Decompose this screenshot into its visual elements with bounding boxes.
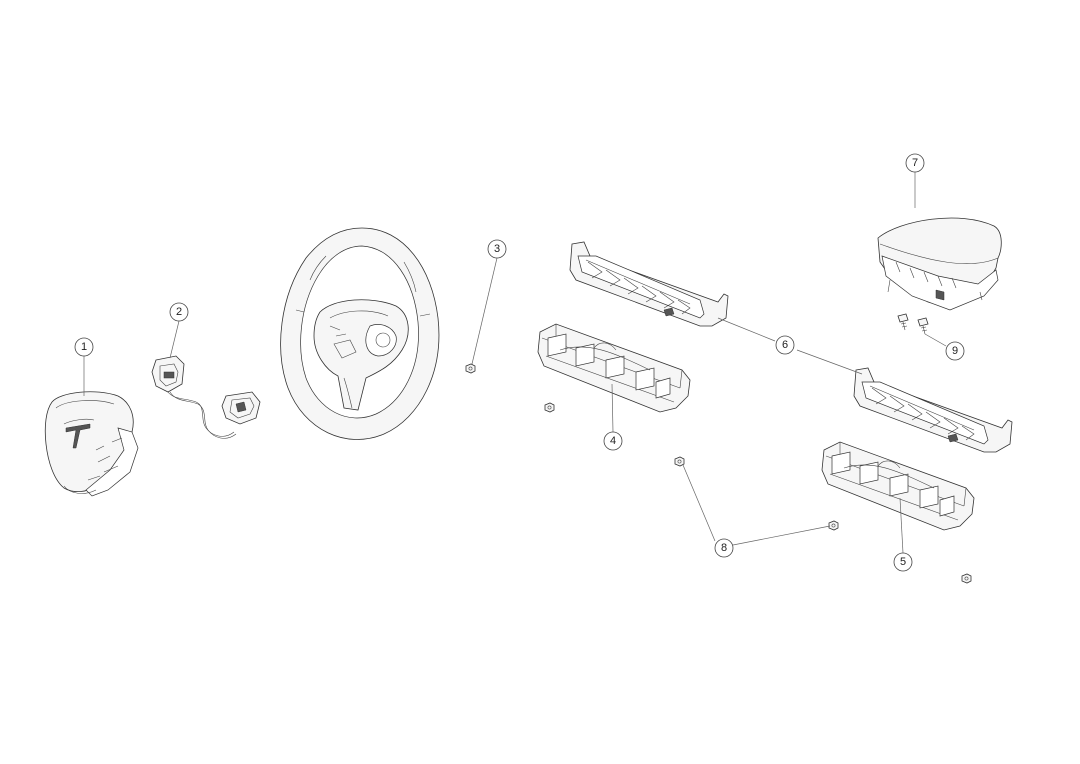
knee-airbag-module-icon: [537, 323, 691, 413]
callout-8: 8: [714, 538, 734, 558]
callout-7: 7: [905, 153, 925, 173]
svg-text:4: 4: [610, 435, 616, 447]
nut-icon: [828, 520, 839, 531]
nut-icon: [674, 456, 685, 467]
svg-text:3: 3: [494, 243, 500, 255]
svg-text:9: 9: [952, 345, 958, 357]
leader-lines: [83, 172, 947, 554]
svg-text:6: 6: [782, 339, 788, 351]
bolt-icon: [917, 317, 929, 335]
clock-spring-harness-icon: [151, 355, 261, 439]
steering-wheel-icon: [280, 227, 440, 440]
nut-icon: [465, 363, 476, 374]
svg-text:5: 5: [900, 556, 906, 568]
callout-3: 3: [487, 239, 507, 259]
nut-icon: [544, 402, 555, 413]
bolt-icon: [897, 313, 909, 331]
svg-text:7: 7: [912, 157, 918, 169]
callout-5: 5: [893, 552, 913, 572]
nut-icon: [961, 573, 972, 584]
knee-airbag-bracket-icon: [853, 367, 1013, 453]
knee-airbag-module-icon: [821, 441, 975, 531]
callout-2: 2: [169, 302, 189, 322]
svg-text:8: 8: [721, 542, 727, 554]
callout-9: 9: [945, 341, 965, 361]
passenger-airbag-icon: [877, 217, 1002, 311]
callout-1: 1: [74, 337, 94, 357]
svg-text:2: 2: [176, 306, 182, 318]
callout-4: 4: [603, 431, 623, 451]
knee-airbag-bracket-icon: [569, 241, 729, 327]
callout-6: 6: [775, 335, 795, 355]
svg-text:1: 1: [81, 341, 87, 353]
driver-airbag-icon: [44, 391, 139, 497]
